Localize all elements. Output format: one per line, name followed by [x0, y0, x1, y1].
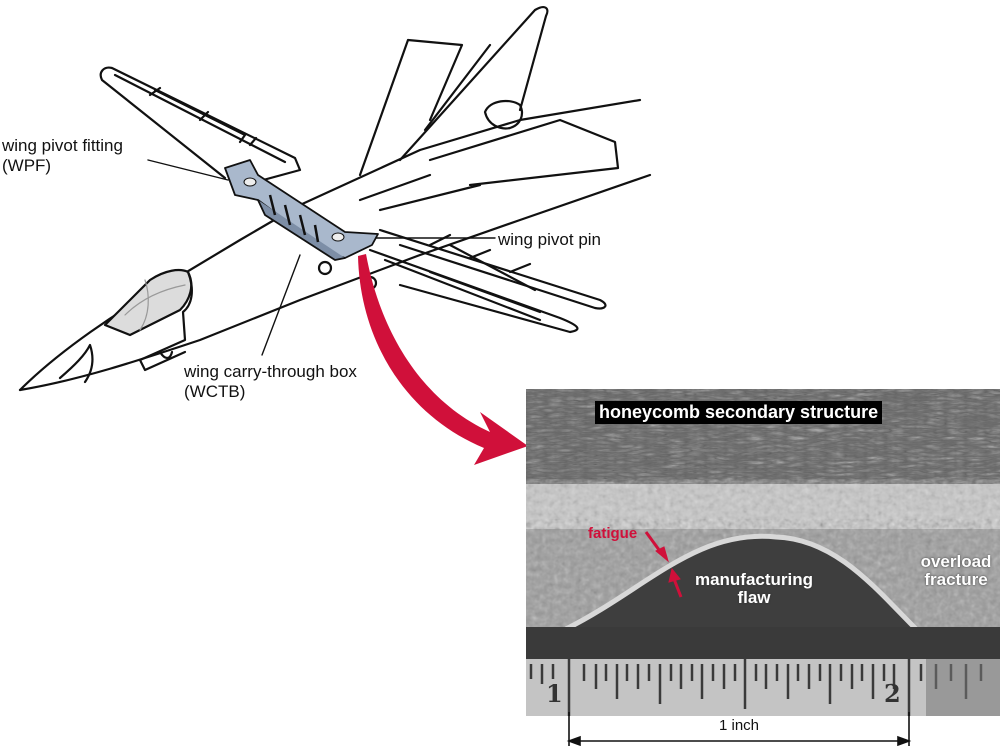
manufacturing-flaw-label: manufacturing flaw — [694, 570, 814, 607]
horizontal-stabilizer — [428, 118, 620, 187]
wctb-label: wing carry-through box (WCTB) — [184, 362, 357, 401]
ruler-mark-2: 2 — [884, 679, 901, 708]
wing-pivot-pin-label: wing pivot pin — [498, 230, 602, 249]
overload-fracture-label: overload fracture — [920, 552, 992, 589]
callout-arrow — [358, 254, 528, 465]
wing-right — [368, 248, 579, 334]
wing-left — [99, 66, 302, 187]
fatigue-arrows — [644, 531, 683, 598]
scale-bar: 1 inch — [566, 712, 912, 746]
wing-carry-through-box — [224, 159, 379, 261]
manufacturing-flaw-region — [566, 536, 916, 629]
ruler-mark-1: 1 — [546, 679, 563, 708]
fatigue-label: fatigue — [588, 525, 638, 542]
fracture-surface-photo: honeycomb secondary structure fatigue ma… — [526, 389, 1000, 716]
vertical-tail — [358, 38, 464, 177]
scale-bar-label: 1 inch — [718, 717, 760, 734]
honeycomb-structure-label: honeycomb secondary structure — [595, 401, 883, 424]
wpf-label: wing pivot fitting (WPF) — [2, 136, 123, 175]
